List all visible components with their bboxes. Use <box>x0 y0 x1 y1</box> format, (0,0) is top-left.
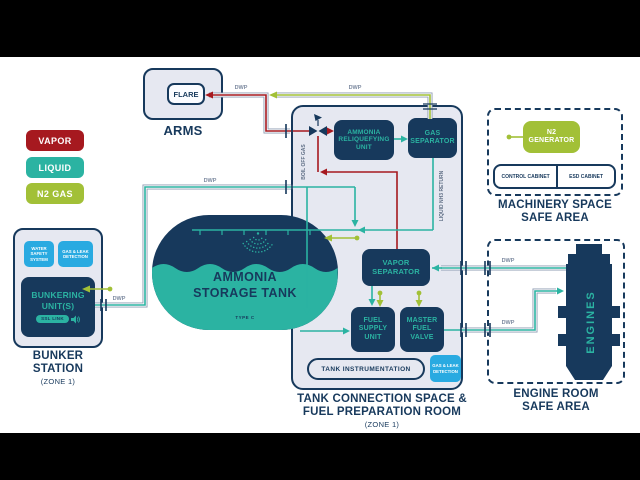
tank-name-line1: AMMONIA <box>213 270 277 284</box>
master-fuel-valve-box: MASTER FUEL VALVE <box>400 307 444 352</box>
bunker-station-label: BUNKER STATION (ZONE 1) <box>8 350 108 387</box>
bunker-title-line2: STATION <box>32 363 84 376</box>
cabinet-divider <box>556 166 559 187</box>
letterbox-top <box>0 0 640 57</box>
machinery-title-line1: MACHINERY SPACE <box>498 199 612 211</box>
bunker-zone-label: (ZONE 1) <box>40 377 76 387</box>
engine-room-title-line2: SAFE AREA <box>522 401 590 414</box>
bunker-gas-leak-detection-box: GAS & LEAK DETECTION <box>58 241 93 267</box>
arms-label: ARMS <box>163 123 203 138</box>
bunker-title-line1: BUNKER <box>32 350 84 362</box>
letterbox-bottom <box>0 433 640 480</box>
engine-room-title-line1: ENGINE ROOM <box>513 388 599 400</box>
machinery-title-line2: SAFE AREA <box>521 212 589 225</box>
tcs-zone-label: (ZONE 1) <box>364 420 400 430</box>
machinery-space-label: MACHINERY SPACE SAFE AREA <box>487 199 623 225</box>
ssl-link-badge: SSL LINK <box>36 314 69 324</box>
ammonia-storage-tank: AMMONIA STORAGE TANK TYPE C <box>152 215 338 330</box>
vapor-separator-box: VAPOR SEPARATOR <box>362 249 430 286</box>
legend-liquid: LIQUID <box>26 157 84 178</box>
n2-generator-box: N2 GENERATOR <box>523 121 580 153</box>
tcs-label: TANK CONNECTION SPACE & FUEL PREPARATION… <box>297 393 467 430</box>
water-safety-system-box: WATER SAFETY SYSTEM <box>24 241 54 267</box>
gas-separator-box: GAS SEPARATOR <box>408 118 457 158</box>
tank-name-line2: STORAGE TANK <box>193 285 297 300</box>
legend-vapor: VAPOR <box>26 130 84 151</box>
bunkering-unit-label: BUNKERING UNIT(S) <box>31 290 85 311</box>
tank-instrumentation-box: TANK INSTRUMENTATION <box>307 358 425 380</box>
tcs-title-line2: FUEL PREPARATION ROOM <box>302 406 462 419</box>
engine-room-label: ENGINE ROOM SAFE AREA <box>487 388 625 414</box>
legend-n2-gas: N2 GAS <box>26 183 84 204</box>
tcs-title-line1: TANK CONNECTION SPACE & <box>297 393 467 405</box>
control-cabinet-label: CONTROL CABINET <box>501 173 550 180</box>
tank-type-label: TYPE C <box>235 315 255 320</box>
ammonia-reliquefying-unit-box: AMMONIA RELIQUEFYING UNIT <box>334 120 394 160</box>
cabinets-box: CONTROL CABINET ESD CABINET <box>493 164 616 189</box>
tank-name: AMMONIA STORAGE TANK <box>152 270 338 301</box>
fuel-supply-unit-box: FUEL SUPPLY UNIT <box>351 307 395 352</box>
flare-box: FLARE <box>167 83 205 105</box>
esd-cabinet-label: ESD CABINET <box>569 173 604 180</box>
engines-label: ENGINES <box>585 290 597 354</box>
tcs-gas-leak-detection-box: GAS & LEAK DETECTION <box>430 355 461 382</box>
speaker-icon <box>70 315 80 324</box>
